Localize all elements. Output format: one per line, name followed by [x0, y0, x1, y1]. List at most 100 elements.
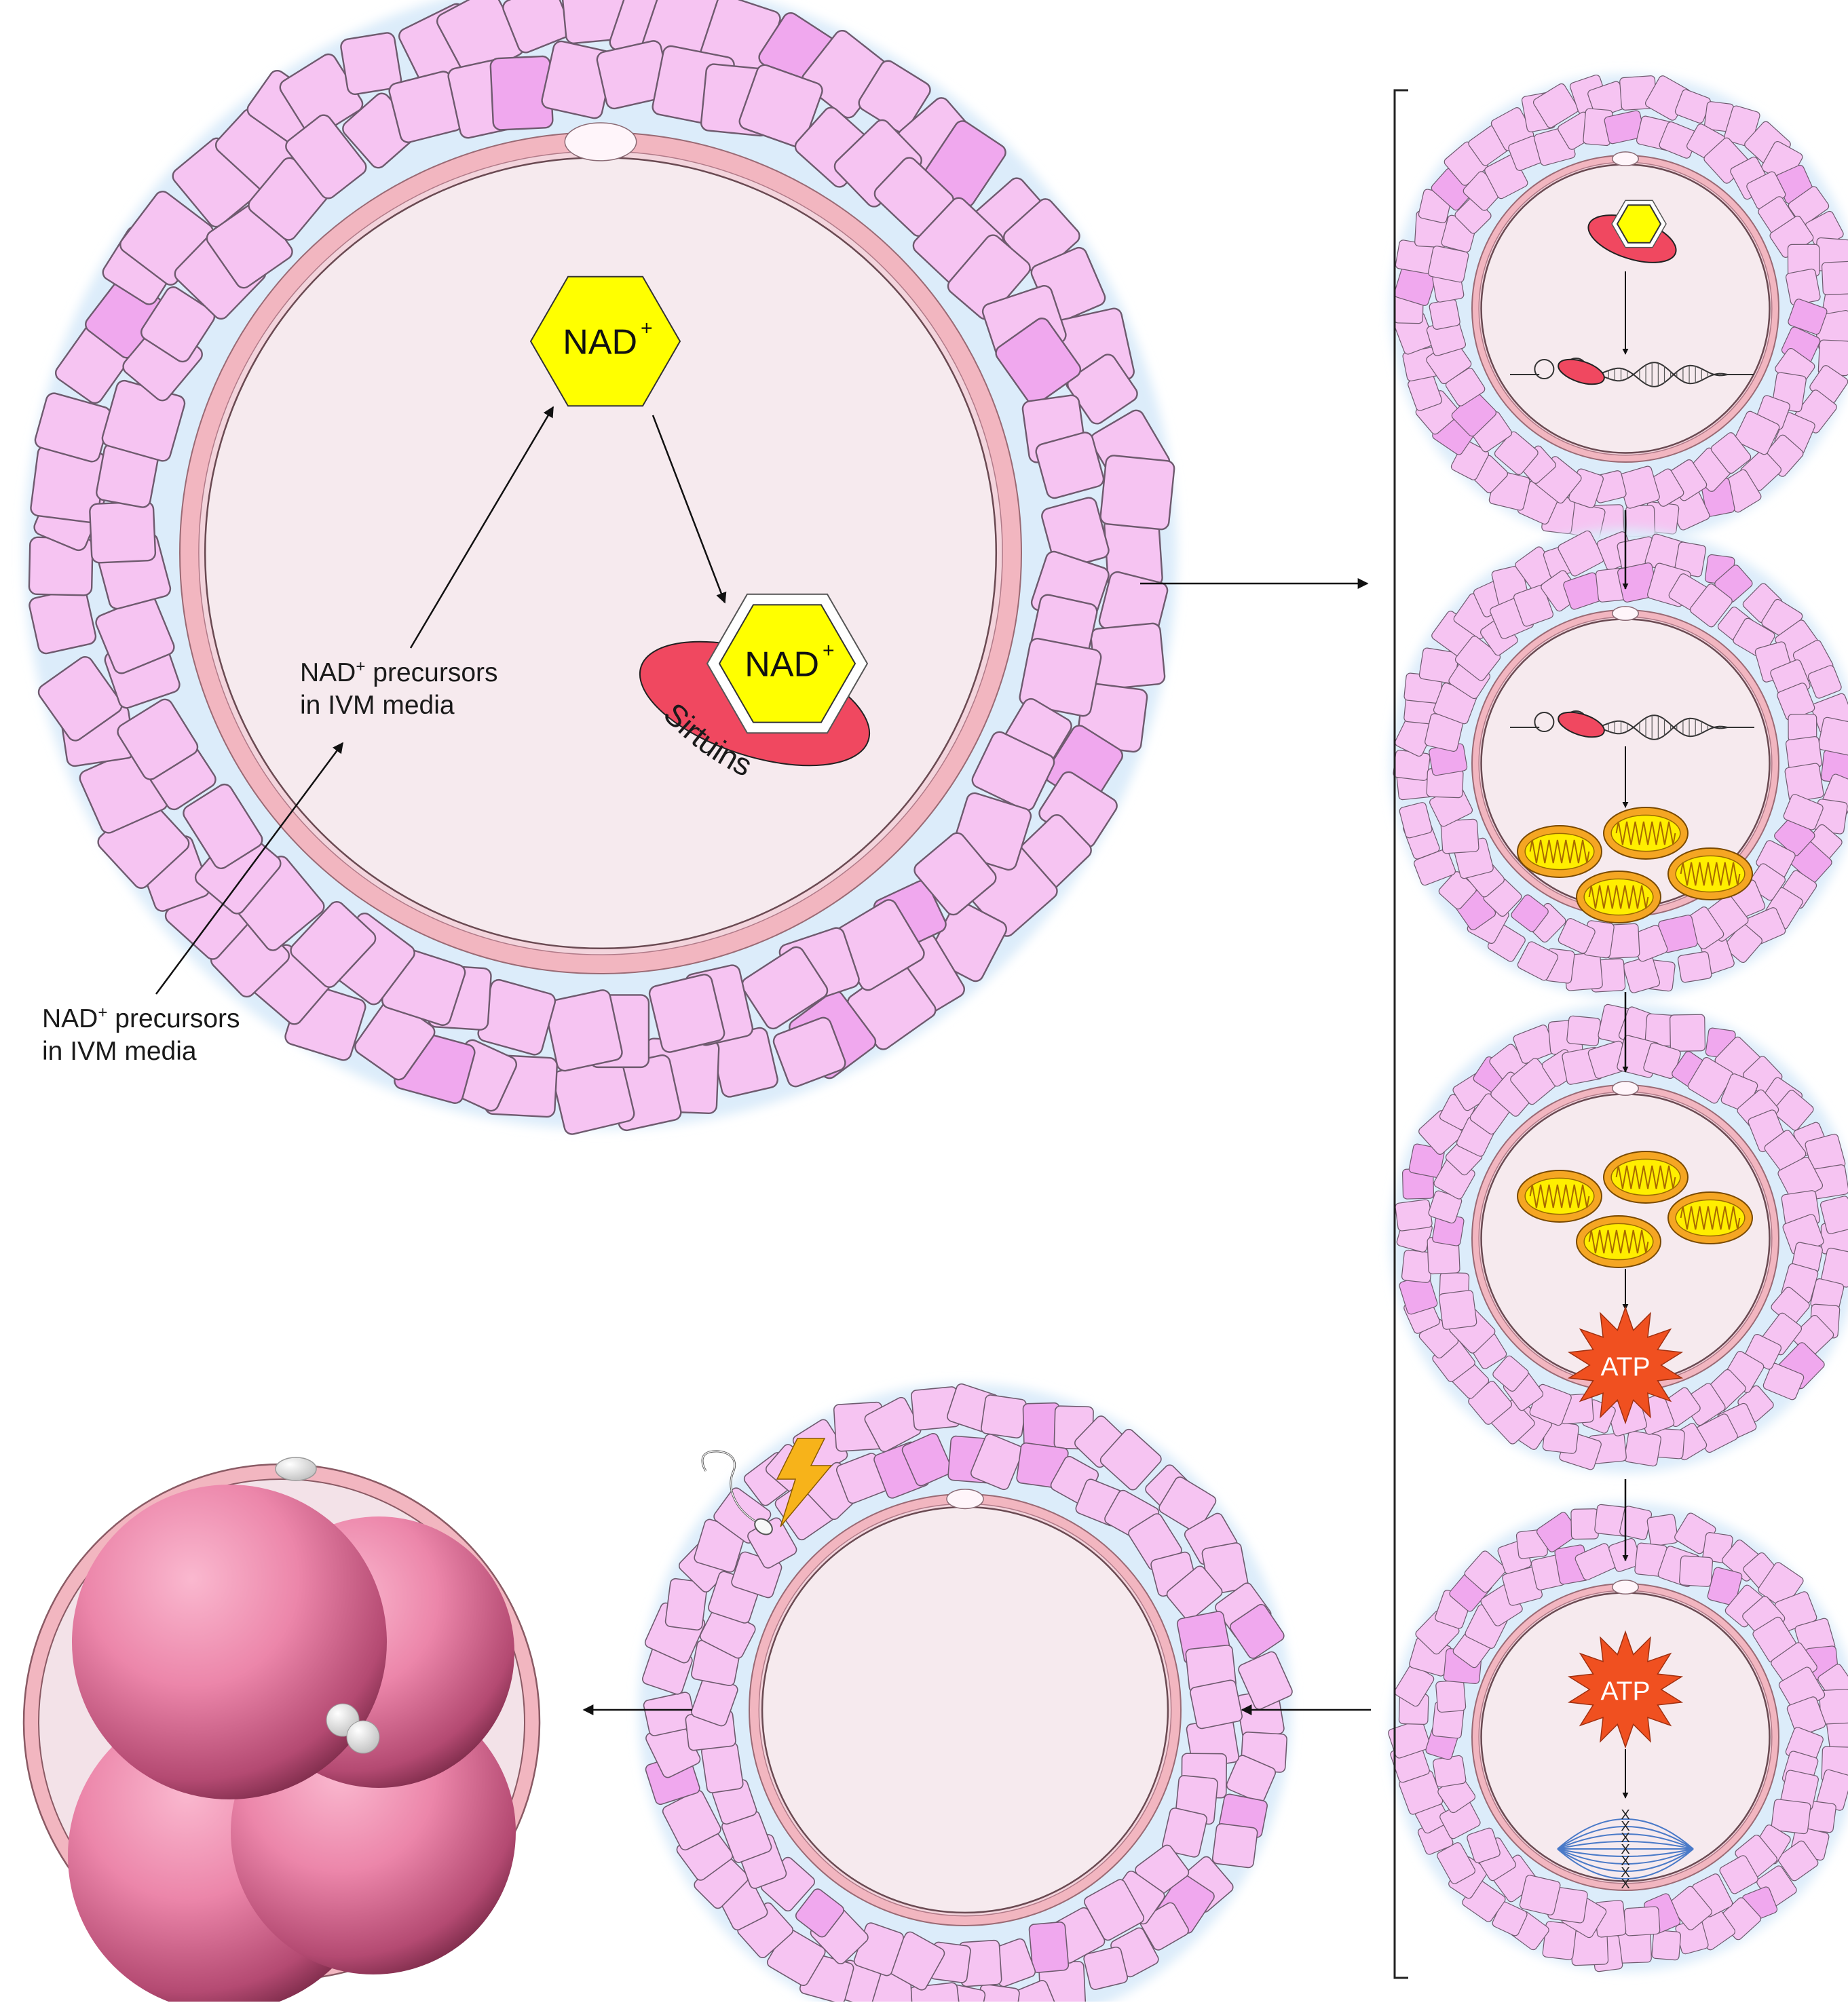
cumulus-cells	[28, 0, 1175, 1135]
cumulus-cell	[1623, 955, 1661, 993]
cumulus-cell	[1771, 1799, 1811, 1835]
step2-oocyte	[1391, 529, 1848, 998]
step3-mitochondrion-2	[1603, 1151, 1689, 1204]
oocyte-cytoplasm	[761, 1506, 1169, 1914]
atp-text: ATP	[1600, 1677, 1650, 1706]
precursors-outer-sup: +	[98, 1004, 108, 1022]
cumulus-cell	[1028, 1921, 1070, 1973]
cumulus-cell	[1532, 83, 1579, 128]
atp-text: ATP	[1600, 1352, 1650, 1381]
cumulus-cell	[1677, 951, 1712, 983]
cumulus-cell	[1238, 1651, 1293, 1710]
cumulus-cell	[1623, 1906, 1661, 1936]
step3-mitochondrion-3	[1667, 1191, 1753, 1244]
polar-body-icon	[564, 122, 637, 161]
polar-body-icon	[946, 1489, 984, 1510]
cumulus-cell	[89, 501, 157, 564]
cumulus-cell	[544, 989, 623, 1072]
cumulus-cell	[1517, 941, 1559, 981]
svg-text:X: X	[1621, 1877, 1629, 1892]
cumulus-cell	[662, 1790, 721, 1851]
cumulus-cell	[1190, 1679, 1243, 1730]
step4-atp-burst-icon: ATP	[1567, 1630, 1684, 1749]
cumulus-cell	[971, 731, 1055, 811]
cumulus-cell	[1438, 871, 1477, 910]
step2-sirtuin-on-dna	[1558, 711, 1605, 738]
svg-text:X: X	[1621, 1865, 1629, 1880]
cumulus-cell	[1807, 665, 1842, 699]
cumulus-cell	[1719, 1855, 1758, 1894]
cumulus-cell	[1819, 1689, 1848, 1725]
cumulus-cell	[1440, 818, 1479, 854]
bracket	[1393, 89, 1408, 1979]
four-cell-embryo	[22, 1457, 541, 2005]
cumulus-cell	[1438, 1290, 1477, 1330]
cumulus-cell	[1542, 1921, 1577, 1960]
cumulus-cell	[913, 832, 997, 916]
polar-body-icon	[1612, 151, 1639, 167]
cumulus-cell	[1784, 763, 1824, 803]
cumulus-cell	[772, 1016, 846, 1088]
sperm-icon	[701, 1450, 773, 1535]
cumulus-cell	[117, 698, 199, 780]
cumulus-cell	[1158, 1476, 1217, 1533]
step3-mitochondrion-1	[1517, 1170, 1602, 1223]
nad-text: NAD	[563, 323, 637, 362]
step4-oocyte	[1388, 1502, 1848, 1972]
cumulus-cell	[1428, 246, 1469, 283]
cumulus-cell	[1454, 636, 1501, 681]
precursors-inner-nad: NAD	[300, 658, 356, 687]
svg-text:X: X	[1621, 1831, 1629, 1846]
cumulus-cell	[947, 234, 1031, 320]
cumulus-cell	[1710, 432, 1752, 474]
cumulus-cell	[1570, 1508, 1599, 1540]
cumulus-cell	[1734, 410, 1780, 455]
precursors-outer-nad: NAD	[42, 1004, 98, 1033]
cumulus-cell	[1651, 1930, 1682, 1961]
step1-sirtuin-on-dna	[1558, 358, 1605, 385]
precursors-label-outer: NAD+ precursors in IVM media	[42, 1003, 240, 1067]
cumulus-cell	[664, 1578, 708, 1631]
cumulus-cells	[1393, 74, 1848, 541]
cumulus-cell	[183, 783, 263, 869]
step1-oocyte	[1391, 74, 1848, 543]
lightning-icon	[776, 1438, 833, 1527]
cumulus-cell	[1689, 584, 1733, 628]
cumulus-cell	[1788, 299, 1828, 335]
nad-hexagon-bound: NAD+	[718, 604, 856, 723]
svg-text:X: X	[1621, 1819, 1629, 1834]
cumulus-cell	[1513, 585, 1554, 627]
cumulus-cell	[290, 901, 377, 988]
step2-mitochondrion-4	[1576, 871, 1661, 923]
cumulus-cell	[1388, 1719, 1431, 1759]
cumulus-cells	[1395, 1004, 1848, 1470]
cumulus-cell	[648, 974, 725, 1053]
cumulus-cell	[140, 286, 216, 363]
fertilized-oocyte	[639, 1383, 1293, 2005]
precursors-inner-sup: +	[356, 657, 366, 676]
svg-text:X: X	[1621, 1842, 1629, 1857]
cumulus-cell	[1429, 299, 1460, 330]
cumulus-cell	[1099, 455, 1175, 531]
cumulus-cell	[1783, 794, 1824, 830]
cumulus-cell	[1019, 638, 1102, 717]
precursors-inner-line2: in IVM media	[300, 690, 455, 720]
cumulus-cell	[738, 64, 823, 148]
cumulus-cell	[1229, 1603, 1285, 1659]
cumulus-cell	[1670, 1014, 1706, 1052]
cumulus-cell	[1777, 1840, 1819, 1882]
svg-text:X: X	[1621, 1808, 1629, 1822]
cumulus-cell	[1035, 432, 1105, 499]
cumulus-cell	[1817, 717, 1848, 756]
nad-sup: +	[641, 318, 653, 340]
cumulus-cell	[1395, 1199, 1433, 1231]
cumulus-cell	[1166, 1565, 1223, 1621]
step3-atp-burst-icon: ATP	[1567, 1305, 1684, 1425]
cumulus-cell	[701, 1742, 744, 1793]
cumulus-cell	[970, 1434, 1024, 1491]
cumulus-cell	[1399, 802, 1433, 839]
cumulus-cell	[1464, 1550, 1507, 1593]
cumulus-cell	[795, 1888, 844, 1938]
